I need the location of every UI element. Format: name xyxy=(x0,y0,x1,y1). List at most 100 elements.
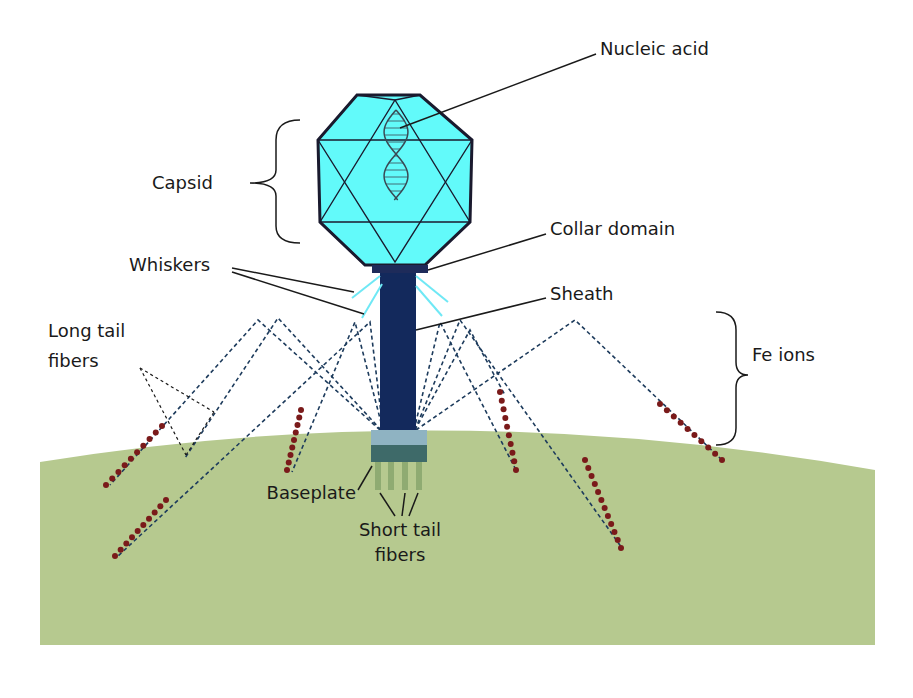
tail-fiber xyxy=(415,320,622,548)
fe-ion xyxy=(153,430,159,436)
fe-ion xyxy=(504,424,510,430)
fe-ion xyxy=(134,449,140,455)
leader-lines xyxy=(232,54,748,516)
leader-line xyxy=(186,412,214,455)
facet-line xyxy=(318,139,472,140)
fe-ion xyxy=(691,432,697,438)
short-fiber xyxy=(402,462,408,490)
fe-ion xyxy=(712,451,718,457)
long-fiber-leader xyxy=(140,368,214,455)
helix-rung xyxy=(388,121,405,122)
facet-line xyxy=(320,100,470,222)
whiskers xyxy=(352,276,448,318)
helix-strand xyxy=(384,110,408,200)
fe-ion xyxy=(159,423,165,429)
fe-ion xyxy=(112,553,118,559)
fe-ion xyxy=(678,420,684,426)
cell-surface xyxy=(40,430,875,645)
facet-line xyxy=(318,95,357,140)
helix-rung xyxy=(386,184,406,185)
fe-ion xyxy=(608,521,614,527)
facet-line xyxy=(395,95,420,100)
helix-strand xyxy=(384,110,408,200)
fe-ion xyxy=(103,482,109,488)
fe-ion xyxy=(289,445,295,451)
baseplate-top xyxy=(371,430,427,445)
helix-rung xyxy=(384,177,408,178)
fe-ion xyxy=(129,534,135,540)
fe-ion xyxy=(122,462,128,468)
fe-ion xyxy=(128,456,134,462)
tail-fiber xyxy=(416,320,722,460)
fe-ion xyxy=(288,452,294,458)
leader-line xyxy=(140,368,214,412)
fe-ion xyxy=(598,497,604,503)
fe-ion xyxy=(705,445,711,451)
leader-line xyxy=(409,493,418,516)
helix-rung xyxy=(392,149,400,150)
fe-ion xyxy=(685,426,691,432)
fe-ion xyxy=(501,406,507,412)
fe-ion xyxy=(618,545,624,551)
fe-ion xyxy=(592,481,598,487)
tail-fiber xyxy=(415,330,505,430)
fe-ion xyxy=(506,432,512,438)
facet-line xyxy=(357,95,395,100)
leader-line xyxy=(416,298,546,330)
tail-fiber xyxy=(118,322,383,556)
fe-ion xyxy=(605,513,611,519)
helix-rung xyxy=(384,128,407,129)
whisker xyxy=(416,276,448,302)
fe-ion xyxy=(284,467,290,473)
fe-ion xyxy=(615,537,621,543)
part-label: Sheath xyxy=(550,281,660,307)
fe-ion xyxy=(123,541,129,547)
fe-ion xyxy=(602,505,608,511)
fe-ion xyxy=(499,398,505,404)
short-fiber xyxy=(388,462,394,490)
fe-ion xyxy=(657,401,663,407)
leader-line xyxy=(402,493,405,516)
whisker xyxy=(362,284,382,318)
fe-ion xyxy=(298,407,304,413)
fe-ion xyxy=(140,443,146,449)
fe-ion xyxy=(296,415,302,421)
capsid-shell xyxy=(318,95,472,265)
leader-line xyxy=(358,466,372,490)
fe-ion xyxy=(163,497,169,503)
helix-rung xyxy=(394,156,397,157)
fe-ion xyxy=(146,516,152,522)
fe-ion xyxy=(157,503,163,509)
capsid-bracket xyxy=(250,120,300,243)
short-fiber xyxy=(375,462,381,490)
facet-line xyxy=(320,222,365,265)
fe-ion xyxy=(286,460,292,466)
facet-line xyxy=(318,140,472,262)
helix-rung xyxy=(395,198,396,199)
facet-line xyxy=(320,221,470,222)
capsid-facets xyxy=(318,95,472,265)
part-label: Long tail fibers xyxy=(48,316,143,376)
helix-rung xyxy=(390,191,401,192)
fe-ion xyxy=(147,436,153,442)
fe-ion xyxy=(508,441,514,447)
helix-rung xyxy=(393,114,400,115)
fe-ion xyxy=(135,528,141,534)
fe-ions-bracket xyxy=(716,312,748,445)
fe-ion xyxy=(611,529,617,535)
helix-rung xyxy=(387,142,405,143)
fe-ion xyxy=(152,509,158,515)
fe-ion xyxy=(582,457,588,463)
helix-rung xyxy=(389,163,403,164)
fe-ion xyxy=(295,422,301,428)
fe-ion xyxy=(502,415,508,421)
leader-line xyxy=(380,493,395,516)
fe-ion xyxy=(671,413,677,419)
part-label: Fe ions xyxy=(752,342,862,368)
fe-ion xyxy=(719,457,725,463)
short-tail-fibers xyxy=(375,462,422,490)
fe-ion xyxy=(513,467,519,473)
fe-ion xyxy=(293,430,299,436)
baseplate xyxy=(371,445,427,462)
